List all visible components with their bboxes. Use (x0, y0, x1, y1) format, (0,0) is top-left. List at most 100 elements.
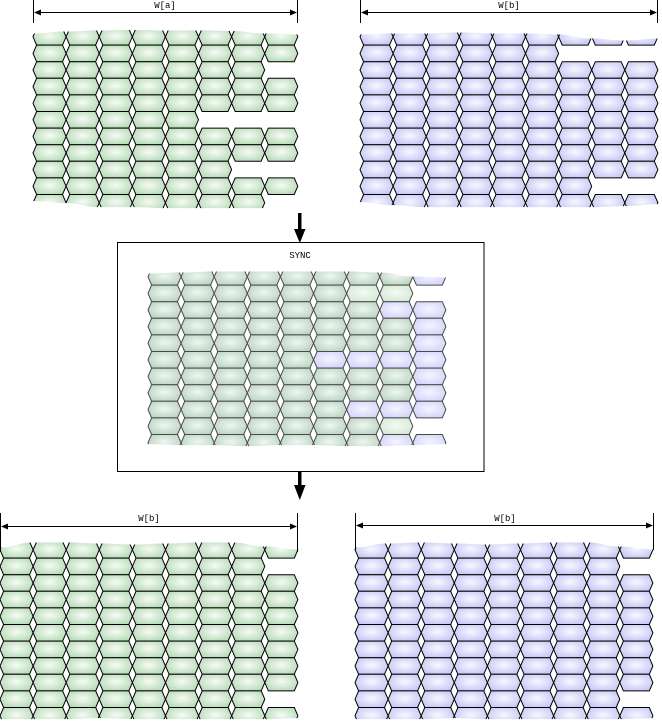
hex-cell (65, 624, 100, 642)
hex-cell (312, 367, 348, 386)
hex-cell (0, 607, 34, 625)
arrowhead-left-icon (356, 522, 363, 529)
hex-cell (279, 334, 315, 352)
hex-cell (197, 77, 233, 96)
hex-cell (619, 590, 654, 609)
hex-cell (264, 673, 299, 692)
hex-cell (131, 640, 167, 659)
hex-cell (359, 177, 394, 195)
hex-cell (387, 541, 422, 559)
grid-row (147, 351, 447, 369)
hex-cell (624, 111, 659, 129)
hex-cell (131, 94, 166, 112)
hex-cell (98, 574, 133, 592)
hex-cell (180, 400, 215, 419)
hex-cell (346, 334, 381, 352)
hex-cell (231, 94, 266, 112)
grid-row (147, 384, 447, 402)
hex-cell (558, 111, 593, 129)
hex-cell (264, 44, 299, 63)
hex-cell (279, 400, 315, 419)
hex-cell (458, 111, 493, 129)
grid-row (0, 640, 299, 659)
hex-cell (420, 557, 455, 576)
hex-cell (98, 94, 133, 112)
grid-row (0, 590, 299, 609)
hex-cell (231, 607, 266, 625)
hex-cell (379, 417, 414, 435)
hex-cell (164, 94, 200, 112)
torn-edge-top (351, 535, 657, 550)
hex-cell (131, 28, 166, 46)
hex-cell (412, 301, 447, 319)
grid-row (32, 177, 299, 195)
hex-cell (491, 160, 527, 179)
hex-cell (553, 657, 588, 675)
hex-cell (198, 557, 233, 576)
hex-cell (553, 590, 588, 609)
hex-cell (65, 690, 100, 708)
down-arrow-icon (294, 213, 306, 243)
torn-edge-top (29, 22, 302, 35)
hex-cell (279, 301, 315, 319)
hex-cell (32, 624, 67, 642)
hex-cell (412, 317, 447, 336)
arrowhead-left-icon (361, 9, 368, 16)
dimension-wb-result-green: W[b] (0, 513, 298, 552)
grid-row (359, 61, 659, 79)
hex-cell (0, 640, 34, 659)
hex-cell (164, 557, 200, 576)
hex-cell (524, 127, 560, 146)
hex-cell (65, 144, 100, 162)
hex-cell (379, 367, 414, 386)
hex-cell (264, 590, 299, 609)
grid-row (354, 574, 654, 592)
hex-cell (264, 127, 299, 146)
hex-cell (98, 640, 133, 659)
hex-cell (387, 657, 422, 675)
grid-row (147, 367, 447, 386)
hex-cell (147, 417, 182, 435)
hex-cell (486, 590, 522, 609)
hex-cell (65, 94, 100, 112)
hex-cell (98, 28, 133, 46)
grid-row (32, 44, 299, 63)
grid-row (354, 624, 654, 642)
hex-cell (198, 574, 233, 592)
hex-cell (98, 44, 133, 63)
hex-cell (246, 284, 281, 303)
hex-cell (180, 301, 215, 319)
hex-cell (279, 284, 315, 303)
hex-cell (213, 400, 248, 419)
hex-cell (425, 61, 460, 79)
hex-cell (392, 111, 427, 129)
hex-cell (519, 657, 555, 675)
hex-cell (624, 127, 659, 146)
hex-cell (379, 351, 414, 369)
hex-cell (558, 61, 593, 79)
sync-frame: SYNC (117, 242, 485, 472)
hex-cell (246, 384, 281, 402)
hex-cell (197, 127, 233, 146)
hex-cell (213, 334, 248, 352)
grid-row (32, 111, 200, 129)
hex-cell (98, 607, 133, 625)
hex-cell (624, 77, 659, 96)
hex-cell (164, 144, 200, 162)
hex-cell (524, 77, 560, 96)
hex-cell (164, 177, 200, 195)
hex-cell (32, 673, 67, 692)
torn-edge-top (0, 535, 302, 550)
hex-cell (354, 574, 389, 592)
hex-cell (519, 557, 555, 576)
hex-cell (0, 590, 34, 609)
hex-cell (453, 590, 488, 609)
grid-row (0, 557, 266, 576)
grid-row (359, 44, 560, 63)
hex-cell (354, 657, 389, 675)
wb-source-grid (356, 22, 662, 218)
hex-cell (0, 657, 34, 675)
hex-cell (231, 690, 266, 708)
hex-cell (392, 61, 427, 79)
